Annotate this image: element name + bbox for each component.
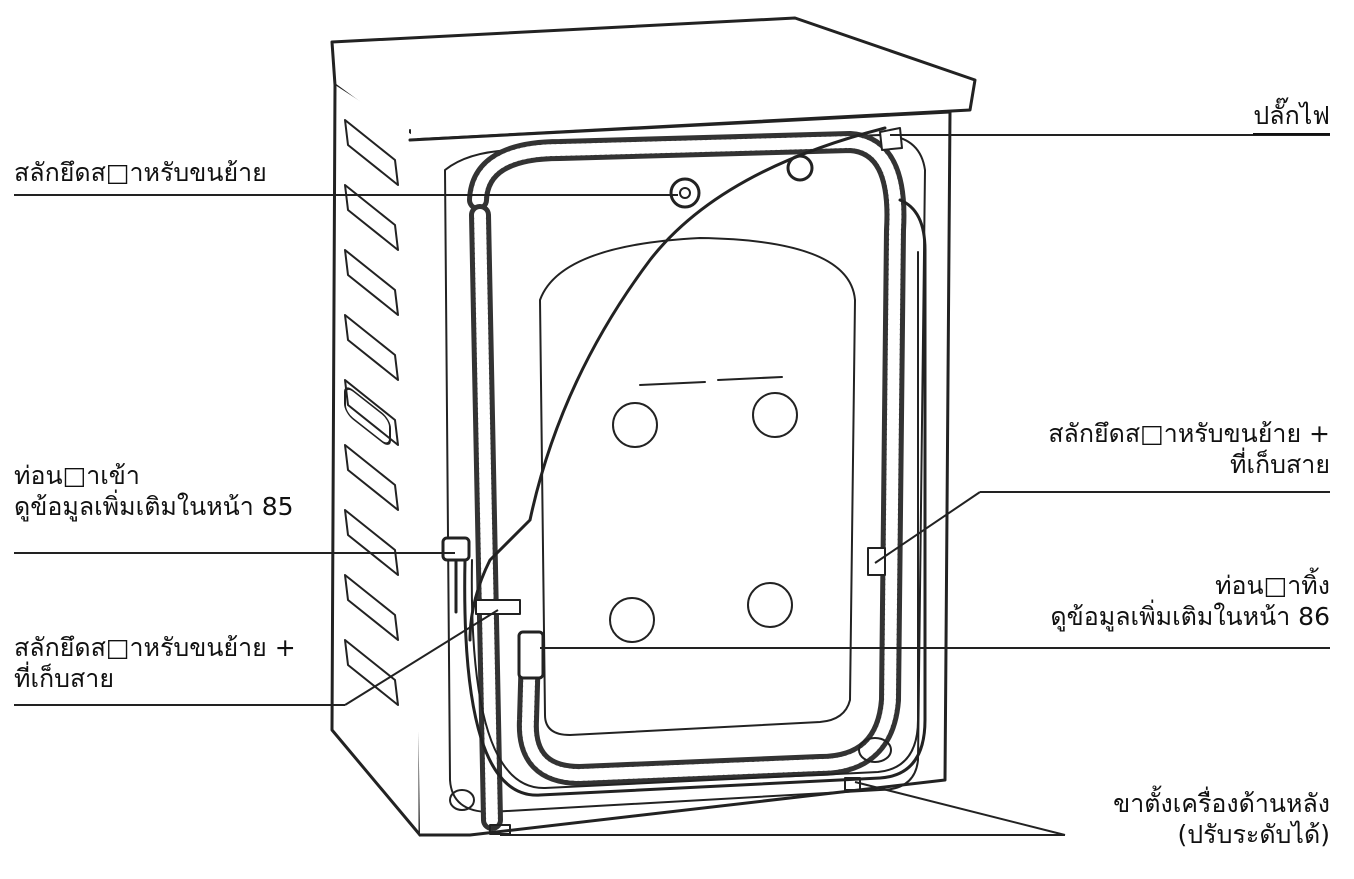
label-rear-feet-line1: ขาตั้งเครื่องด้านหลัง	[1113, 789, 1330, 818]
label-transit-bolt-right-line1: สลักยึดส□าหรับขนย้าย +	[1048, 419, 1330, 448]
label-transit-bolt-left-line2: ที่เก็บสาย	[14, 664, 114, 694]
label-transit-bolt-right-line2: ที่เก็บสาย	[1230, 450, 1330, 480]
label-rear-feet-line2: (ปรับระดับได้)	[1177, 820, 1330, 850]
label-water-inlet-line2: ดูข้อมูลเพิ่มเติมในหน้า 85	[14, 492, 294, 522]
label-transit-bolt-left-line1: สลักยึดส□าหรับขนย้าย +	[14, 633, 296, 662]
label-drain-hose-line2: ดูข้อมูลเพิ่มเติมในหน้า 86	[1050, 602, 1330, 632]
label-transit-bolt-top: สลักยึดส□าหรับขนย้าย	[14, 158, 267, 187]
label-drain-hose: ท่อน□าทิ้ง ดูข้อมูลเพิ่มเติมในหน้า 86	[1050, 570, 1330, 633]
label-drain-hose-line1: ท่อน□าทิ้ง	[1215, 571, 1330, 600]
label-rear-feet: ขาตั้งเครื่องด้านหลัง (ปรับระดับได้)	[1113, 788, 1330, 851]
label-transit-bolt-left: สลักยึดส□าหรับขนย้าย + ที่เก็บสาย	[14, 632, 296, 695]
label-water-inlet-line1: ท่อน□าเข้า	[14, 461, 140, 490]
label-power-plug: ปลั๊กไฟ	[1253, 100, 1330, 136]
label-transit-bolt-right: สลักยึดส□าหรับขนย้าย + ที่เก็บสาย	[1048, 418, 1330, 481]
label-water-inlet: ท่อน□าเข้า ดูข้อมูลเพิ่มเติมในหน้า 85	[14, 460, 294, 523]
